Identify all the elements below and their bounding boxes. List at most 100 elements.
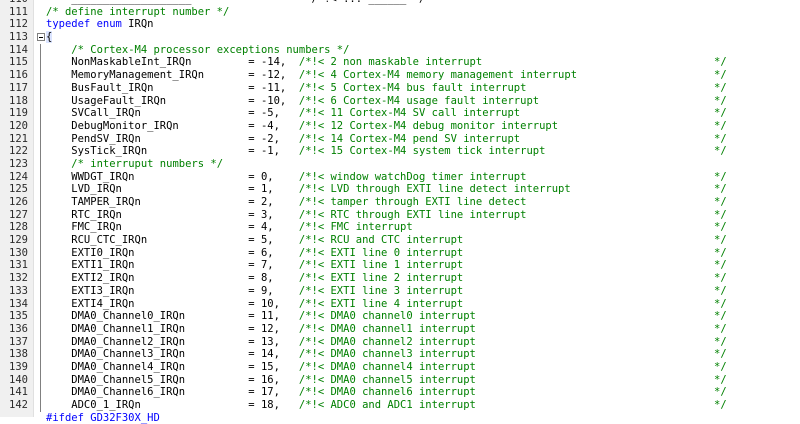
- comment-end: */: [714, 56, 727, 69]
- code-line[interactable]: 115*/ NonMaskableInt_IRQn = -14, /*!< 2 …: [0, 56, 800, 70]
- fold-guide: [40, 386, 41, 399]
- code-line[interactable]: 126*/ TAMPER_IRQn = 2, /*!< tamper throu…: [0, 196, 800, 209]
- code-line[interactable]: 120*/ DebugMonitor_IRQn = -4, /*!< 12 Co…: [0, 119, 800, 133]
- fold-collapse-icon[interactable]: [37, 33, 45, 42]
- line-number-gutter: [0, 0, 34, 417]
- fold-guide: [40, 297, 41, 311]
- line-number: 119: [9, 107, 28, 120]
- comment-end: */: [714, 170, 727, 183]
- code-line[interactable]: 121*/ PendSV_IRQn = -2, /*!< 14 Cortex-M…: [0, 132, 800, 146]
- code-text: #ifdef GD32F30X_HD: [46, 412, 160, 424]
- code-line[interactable]: 114 /* Cortex-M4 processor exceptions nu…: [0, 43, 800, 57]
- comment: /*!< 2 non maskable interrupt: [298, 56, 483, 69]
- code-text: ADC0_1_IRQn = 18, /*!< ADC0 and ADC1 int…: [46, 399, 476, 411]
- comment-end: */: [714, 272, 727, 285]
- comment: /*!< RCU and CTC interrupt: [298, 234, 464, 247]
- code-line[interactable]: 111 /* define interrupt number */: [0, 6, 800, 19]
- line-number: 133: [9, 284, 28, 297]
- code-line[interactable]: 134*/ EXTI4_IRQn = 10, /*!< EXTI line 4 …: [0, 297, 800, 311]
- line-number: 116: [9, 69, 28, 82]
- fold-guide: [40, 196, 41, 209]
- code-line[interactable]: 129*/ RCU_CTC_IRQn = 5, /*!< RCU and CTC…: [0, 234, 800, 247]
- comment: /*!< EXTI line 4 interrupt: [298, 297, 464, 310]
- code-line[interactable]: 133*/ EXTI3_IRQn = 9, /*!< EXTI line 3 i…: [0, 284, 800, 298]
- fold-guide: [40, 81, 41, 95]
- comment-end: */: [714, 284, 727, 297]
- fold-guide: [40, 310, 41, 323]
- code-line[interactable]: 124*/ WWDGT_IRQn = 0, /*!< window watchD…: [0, 170, 800, 184]
- fold-guide: [40, 246, 41, 260]
- comment: /*!< LVD through EXTI line detect interr…: [298, 183, 571, 196]
- comment-end: */: [714, 310, 727, 323]
- code-line[interactable]: 141*/ DMA0_Channel6_IRQn = 17, /*!< DMA0…: [0, 386, 800, 399]
- code-line[interactable]: 128*/ FMC_IRQn = 4, /*!< FMC interrupt: [0, 221, 800, 235]
- code-text: DMA0_Channel4_IRQn = 15, /*!< DMA0 chann…: [46, 360, 476, 373]
- line-number: 138: [9, 348, 28, 361]
- line-number: 111: [9, 5, 28, 18]
- comment-end: */: [714, 399, 727, 411]
- comment-end: */: [714, 348, 727, 361]
- line-number: 120: [9, 119, 28, 132]
- code-line[interactable]: 122*/ SysTick_IRQn = -1, /*!< 15 Cortex-…: [0, 145, 800, 158]
- fold-guide: [40, 259, 41, 273]
- code-line[interactable]: 132*/ EXTI2_IRQn = 8, /*!< EXTI line 2 i…: [0, 272, 800, 285]
- line-number: 115: [9, 56, 28, 69]
- code-text: DMA0_Channel5_IRQn = 16, /*!< DMA0 chann…: [46, 373, 476, 386]
- comment: /*!< EXTI line 0 interrupt: [298, 246, 464, 259]
- code-line-partial-top[interactable]: 110 ___________________ /*!< ... ______ …: [0, 0, 800, 6]
- comment-end: */: [714, 107, 727, 120]
- code-text: typedef enum IRQn: [46, 18, 153, 31]
- comment-end: */: [714, 373, 727, 386]
- fold-guide: [40, 94, 41, 108]
- comment: /*!< DMA0 channel1 interrupt: [298, 322, 476, 335]
- comment: /* define interrupt number */: [46, 5, 230, 18]
- line-number: 134: [9, 297, 28, 310]
- fold-guide: [40, 145, 41, 158]
- fold-guide: [40, 170, 41, 184]
- comment-end: */: [714, 335, 727, 348]
- code-line[interactable]: 127*/ RTC_IRQn = 3, /*!< RTC through EXT…: [0, 208, 800, 222]
- code-line[interactable]: 123 /* interruput numbers */: [0, 157, 800, 171]
- fold-guide: [40, 107, 41, 120]
- code-line[interactable]: 131*/ EXTI1_IRQn = 7, /*!< EXTI line 1 i…: [0, 259, 800, 273]
- comment: /* Cortex-M4 processor exceptions number…: [71, 43, 350, 56]
- code-line[interactable]: 118*/ UsageFault_IRQn = -10, /*!< 6 Cort…: [0, 94, 800, 108]
- code-line[interactable]: 135*/ DMA0_Channel0_IRQn = 11, /*!< DMA0…: [0, 310, 800, 323]
- code-line-partial-bottom[interactable]: #ifdef GD32F30X_HD: [0, 412, 800, 424]
- line-number: 124: [9, 170, 28, 183]
- line-number: 130: [9, 246, 28, 259]
- code-line[interactable]: 117*/ BusFault_IRQn = -11, /*!< 5 Cortex…: [0, 81, 800, 95]
- comment: /*!< EXTI line 2 interrupt: [298, 272, 464, 285]
- code-line[interactable]: 113{: [0, 31, 800, 44]
- code-line[interactable]: 125*/ LVD_IRQn = 1, /*!< LVD through EXT…: [0, 183, 800, 196]
- code-text: EXTI0_IRQn = 6, /*!< EXTI line 0 interru…: [46, 246, 464, 259]
- fold-guide: [40, 157, 41, 171]
- code-line[interactable]: 136*/ DMA0_Channel1_IRQn = 12, /*!< DMA0…: [0, 322, 800, 336]
- code-line[interactable]: 119*/ SVCall_IRQn = -5, /*!< 11 Cortex-M…: [0, 107, 800, 120]
- fold-guide: [40, 221, 41, 235]
- code-line[interactable]: 140*/ DMA0_Channel5_IRQn = 16, /*!< DMA0…: [0, 373, 800, 387]
- fold-guide: [40, 272, 41, 285]
- line-number: 126: [9, 196, 28, 208]
- preprocessor: #ifdef GD32F30X_HD: [46, 411, 160, 424]
- code-text: DMA0_Channel0_IRQn = 11, /*!< DMA0 chann…: [46, 310, 476, 323]
- line-number: 121: [9, 132, 28, 145]
- code-line[interactable]: 130*/ EXTI0_IRQn = 6, /*!< EXTI line 0 i…: [0, 246, 800, 260]
- comment-end: */: [714, 81, 727, 94]
- code-line[interactable]: 116*/ MemoryManagement_IRQn = -12, /*!< …: [0, 69, 800, 82]
- comment: /*!< EXTI line 3 interrupt: [298, 284, 464, 297]
- code-text: PendSV_IRQn = -2, /*!< 14 Cortex-M4 pend…: [46, 132, 521, 145]
- code-line[interactable]: 137*/ DMA0_Channel2_IRQn = 13, /*!< DMA0…: [0, 335, 800, 349]
- comment-end: */: [714, 221, 727, 234]
- comment: /*!< DMA0 channel3 interrupt: [298, 348, 476, 361]
- keyword: typedef enum: [46, 18, 122, 31]
- code-line[interactable]: 142 */ ADC0_1_IRQn = 18, /*!< ADC0 and AD…: [0, 399, 800, 412]
- line-number: 142: [9, 399, 28, 411]
- code-line[interactable]: 139*/ DMA0_Channel4_IRQn = 15, /*!< DMA0…: [0, 360, 800, 374]
- code-line[interactable]: 138*/ DMA0_Channel3_IRQn = 14, /*!< DMA0…: [0, 348, 800, 361]
- line-number: 139: [9, 360, 28, 373]
- code-text: ___________________ /*!< ... ______ */: [46, 0, 425, 6]
